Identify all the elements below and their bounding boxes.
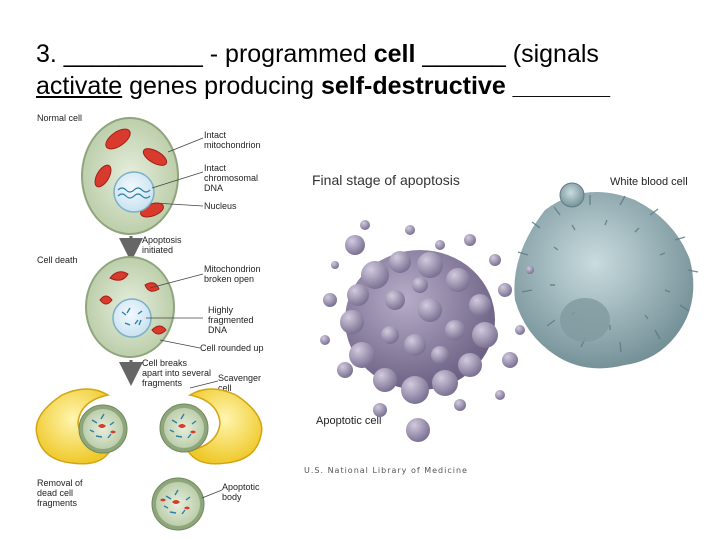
label-scavenger-1: Scavenger (218, 373, 261, 383)
svg-text:DNA: DNA (204, 183, 223, 193)
label-body-2: body (222, 492, 242, 502)
white-blood-cell-render (514, 182, 699, 369)
label-final-stage: Final stage of apoptosis (312, 172, 460, 188)
label-breaks-2: apart into several (142, 368, 211, 378)
normal-cell (81, 117, 179, 235)
label-nucleus: Nucleus (204, 201, 237, 211)
normal-cell-callouts: Intact mitochondrion Intact chromosomal … (151, 130, 261, 211)
label-frag-dna-2: fragmented (208, 315, 254, 325)
label-body-1: Apoptotic (222, 482, 260, 492)
apoptotic-body (151, 477, 205, 531)
label-intact-mito-1: Intact (204, 130, 227, 140)
intact-dna (117, 187, 151, 199)
broken-mitochondrion (109, 271, 129, 281)
svg-text:Intact: Intact (204, 163, 227, 173)
label-scavenger-2: cell (218, 383, 232, 393)
heading-line2-bold: self-destructive _______ (320, 72, 610, 100)
label-intact-dna-1: Intact (204, 163, 227, 173)
apoptotic-cell-render (320, 220, 534, 442)
heading-line-1: 3. __________ - programmed cell ______ (… (36, 38, 696, 70)
label-intact-dna-3: DNA (204, 183, 223, 193)
label-apoptosis-2: initiated (142, 245, 173, 255)
nucleus (113, 171, 155, 213)
heading-line2-middle: genes producing (122, 72, 321, 100)
label-breaks-1: Cell breaks (142, 358, 188, 368)
label-normal-cell: Normal cell (37, 113, 82, 123)
label-removal-1: Removal of (37, 478, 83, 488)
heading-line1-suffix: ______ (signals (415, 40, 599, 68)
label-mito-broken-2: broken open (204, 274, 254, 284)
label-removal-2: dead cell (37, 488, 73, 498)
scavenger-cell-right (159, 388, 263, 465)
svg-text:Intact: Intact (204, 130, 227, 140)
label-cell-death: Cell death (37, 255, 78, 265)
fragmented-dna (121, 307, 143, 326)
svg-text:chromosomal: chromosomal (204, 173, 258, 183)
image-credit: U.S. National Library of Medicine (304, 466, 468, 475)
dying-cell-callouts: Mitochondrion broken open Highly fragmen… (146, 264, 264, 353)
label-mito-broken-1: Mitochondrion (204, 264, 261, 274)
dying-cell (85, 256, 175, 358)
label-frag-dna-3: DNA (208, 325, 227, 335)
label-white-blood-cell: White blood cell (610, 176, 688, 188)
label-removal-3: fragments (37, 498, 78, 508)
heading-line2-underlined: activate (36, 72, 123, 100)
svg-text:mitochondrion: mitochondrion (204, 140, 261, 150)
label-intact-dna-2: chromosomal (204, 173, 258, 183)
slide-heading: 3. __________ - programmed cell ______ (… (36, 38, 696, 102)
intact-mitochondrion (94, 128, 168, 218)
label-apoptosis-1: Apoptosis (142, 235, 182, 245)
label-frag-dna-1: Highly (208, 305, 234, 315)
label-breaks-3: fragments (142, 378, 183, 388)
label-apoptotic-cell: Apoptotic cell (316, 415, 381, 427)
scavenger-cell-left (35, 388, 128, 465)
heading-line1-bold: cell (373, 40, 416, 68)
heading-line1-prefix: 3. __________ - programmed (36, 40, 374, 68)
label-rounded-up: Cell rounded up (200, 343, 264, 353)
label-intact-mito-2: mitochondrion (204, 140, 261, 150)
heading-line-2: activate genes producing self-destructiv… (36, 70, 696, 102)
